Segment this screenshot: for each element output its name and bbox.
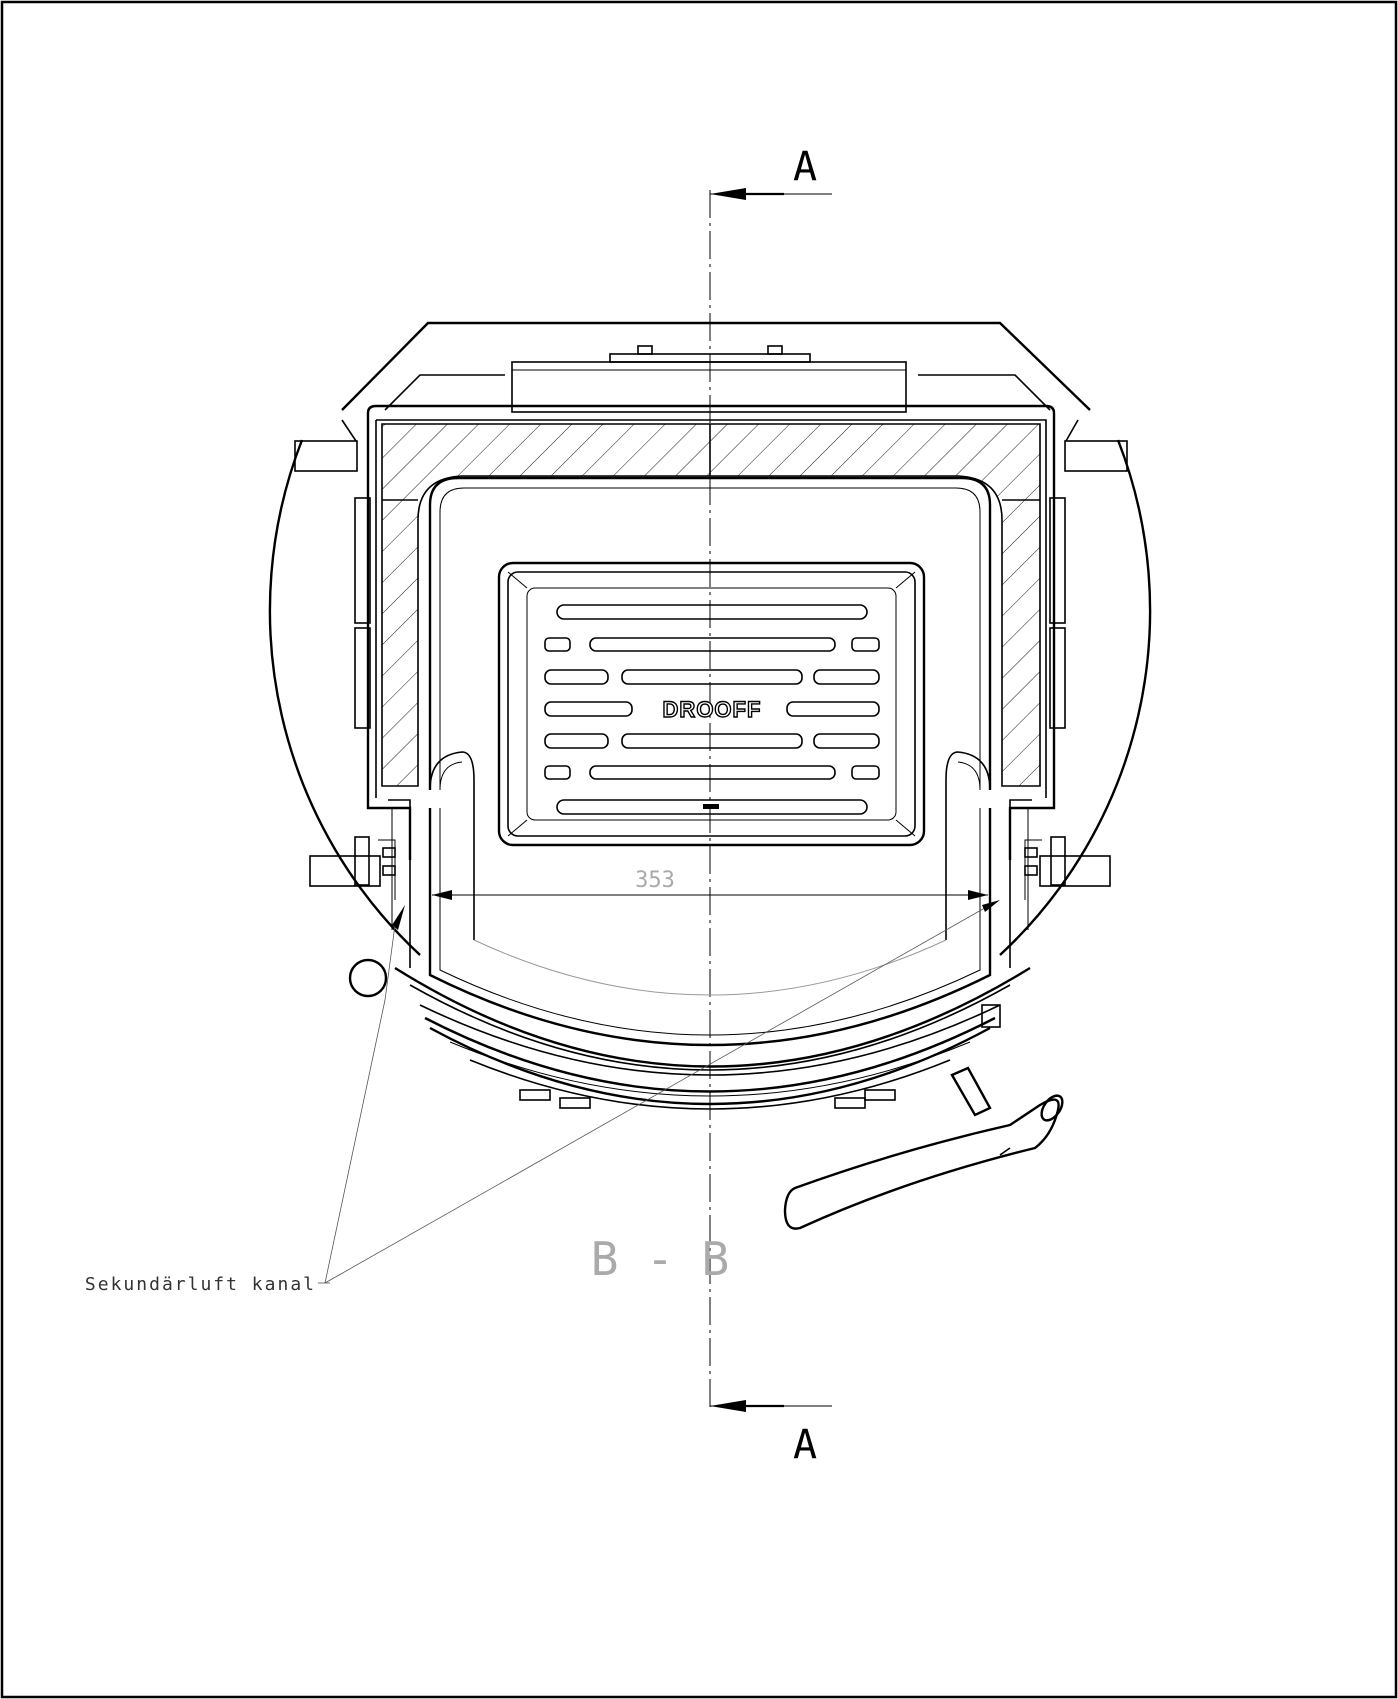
ash-grate: DROOFF: [497, 561, 926, 847]
stove-body: [268, 321, 1152, 956]
dimension-value: 353: [635, 868, 675, 893]
logo-text: DROOFF: [663, 697, 762, 722]
section-marker-bottom: A: [710, 1400, 832, 1468]
callout-leaders: Sekundärluft kanal: [85, 900, 1000, 1295]
section-label-bottom: A: [793, 1422, 817, 1468]
view-label: B - B: [591, 1232, 729, 1286]
door-handle: [783, 1066, 1064, 1230]
combustion-chamber: [428, 476, 992, 1047]
section-marker-top: A: [710, 144, 832, 200]
door-front: [348, 958, 1031, 1110]
section-label-top: A: [793, 144, 817, 190]
callout-text: Sekundärluft kanal: [85, 1274, 316, 1295]
side-air-channels: [309, 799, 1111, 968]
firebrick-lining: [381, 423, 1041, 787]
dimension-353: 353: [432, 868, 988, 900]
